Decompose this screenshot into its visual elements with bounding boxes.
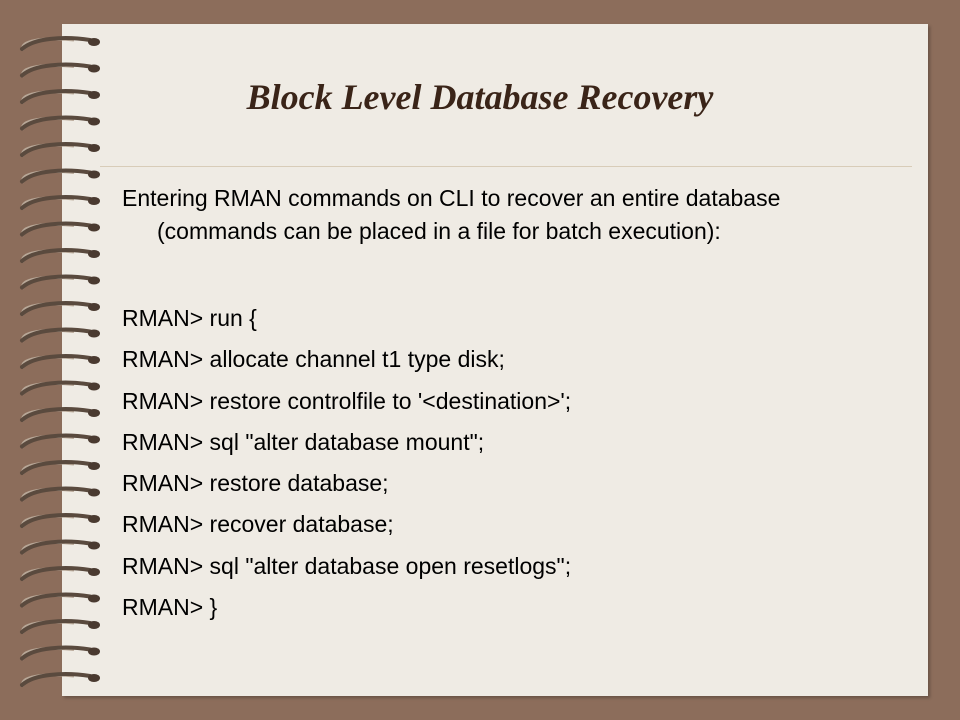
spiral-ring — [20, 433, 100, 449]
spiral-ring — [20, 221, 100, 237]
title-divider — [100, 166, 912, 167]
spiral-ring — [20, 539, 100, 555]
spiral-binding-icon — [20, 36, 100, 688]
spiral-ring — [20, 115, 100, 131]
spiral-ring — [20, 486, 100, 502]
spiral-ring — [20, 566, 100, 582]
spiral-ring — [20, 142, 100, 158]
command-line: RMAN> restore controlfile to '<destinati… — [122, 387, 572, 414]
command-line: RMAN> run { — [122, 305, 257, 331]
spiral-ring — [20, 592, 100, 608]
spiral-ring — [20, 62, 100, 78]
command-line: RMAN> sql "alter database open resetlogs… — [122, 552, 572, 579]
command-line: RMAN> sql "alter database mount"; — [122, 428, 485, 455]
notebook-page — [62, 24, 928, 696]
spiral-ring — [20, 354, 100, 370]
intro-text: Entering RMAN commands on CLI to recover… — [122, 185, 781, 244]
spiral-ring — [20, 327, 100, 343]
spiral-ring — [20, 672, 100, 688]
spiral-ring — [20, 407, 100, 423]
spiral-ring — [20, 513, 100, 529]
slide-title: Block Level Database Recovery — [246, 77, 714, 117]
spiral-ring — [20, 248, 100, 264]
spiral-ring — [20, 460, 100, 476]
spiral-ring — [20, 274, 100, 290]
spiral-ring — [20, 195, 100, 211]
spiral-ring — [20, 168, 100, 184]
spiral-ring — [20, 645, 100, 661]
command-line: RMAN> restore database; — [122, 470, 389, 497]
spiral-ring — [20, 301, 100, 317]
command-line: RMAN> allocate channel t1 type disk; — [122, 346, 505, 373]
spiral-ring — [20, 380, 100, 396]
command-line: RMAN> } — [122, 594, 218, 621]
command-line: RMAN> recover database; — [122, 511, 394, 538]
spiral-ring — [20, 36, 100, 52]
spiral-ring — [20, 89, 100, 105]
spiral-ring — [20, 619, 100, 635]
slide-body: Entering RMAN commands on CLI to recover… — [122, 182, 902, 628]
